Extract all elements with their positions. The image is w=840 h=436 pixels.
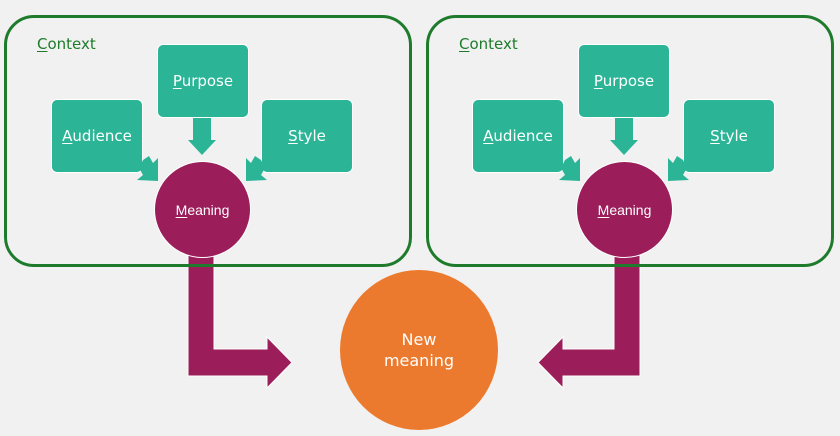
context-initial: C <box>459 35 470 53</box>
new-meaning-line1: New <box>401 330 437 349</box>
left-bent-arrow <box>187 249 293 390</box>
context-rest: ontext <box>47 35 96 53</box>
meaning-rest: eaning <box>187 201 230 218</box>
purpose-box-left: Purpose <box>157 44 249 118</box>
meaning-initial: M <box>597 201 610 218</box>
purpose-initial: P <box>593 72 603 90</box>
style-rest: tyle <box>719 127 748 145</box>
style-initial: S <box>710 127 720 145</box>
purpose-down-arrow <box>610 118 638 155</box>
audience-initial: A <box>483 127 494 145</box>
new-meaning-circle: New meaning <box>340 270 498 430</box>
audience-diagonal-arrow <box>559 156 580 181</box>
context-label-right: Context <box>459 35 518 53</box>
context-rest: ontext <box>469 35 518 53</box>
style-diagonal-arrow <box>246 156 267 181</box>
purpose-box-right: Purpose <box>578 44 670 118</box>
audience-initial: A <box>62 127 73 145</box>
audience-diagonal-arrow <box>137 156 158 181</box>
meaning-circle-right: Meaning <box>576 161 673 258</box>
meaning-rest: eaning <box>609 201 652 218</box>
audience-rest: udience <box>493 127 553 145</box>
context-frame-right <box>426 15 834 267</box>
context-label-left: Context <box>37 35 96 53</box>
style-initial: S <box>288 127 298 145</box>
style-box-right: Style <box>683 99 775 173</box>
purpose-rest: urpose <box>602 72 655 90</box>
new-meaning-line2: meaning <box>383 351 455 370</box>
meaning-circle-left: Meaning <box>154 161 251 258</box>
audience-box-left: Audience <box>51 99 143 173</box>
purpose-rest: urpose <box>181 72 234 90</box>
audience-box-right: Audience <box>472 99 564 173</box>
audience-rest: udience <box>72 127 132 145</box>
style-box-left: Style <box>261 99 353 173</box>
purpose-down-arrow <box>188 118 216 155</box>
factor-arrows-right <box>559 118 689 181</box>
purpose-initial: P <box>172 72 182 90</box>
right-bent-arrow <box>537 249 641 390</box>
context-initial: C <box>37 35 48 53</box>
factor-arrows-left <box>137 118 267 181</box>
style-diagonal-arrow <box>668 156 689 181</box>
style-rest: tyle <box>297 127 326 145</box>
context-frame-left <box>4 15 412 267</box>
meaning-initial: M <box>175 201 188 218</box>
